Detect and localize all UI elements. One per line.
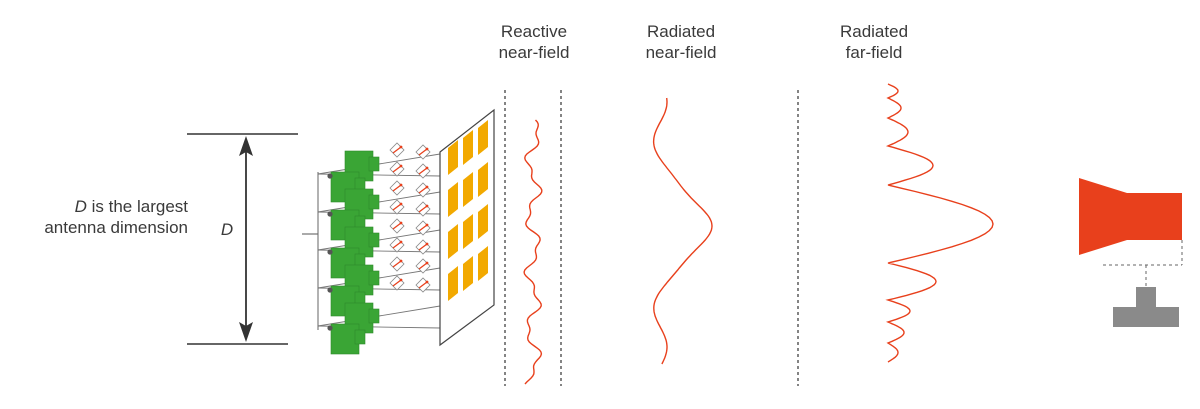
radiated-near-field-pattern xyxy=(652,97,713,365)
dimension-symbol: D xyxy=(220,220,234,239)
region-radiated-far-line1: Radiated xyxy=(839,22,909,41)
horn-waveguide xyxy=(1127,193,1182,240)
radiated-far-field-pattern xyxy=(885,83,994,363)
phase-shifter xyxy=(415,182,431,198)
region-radiated-near-line2: near-field xyxy=(645,43,717,62)
region-label-reactive-near-field: Reactive near-field xyxy=(478,21,590,63)
phase-shifter xyxy=(415,220,431,236)
patch-element xyxy=(463,214,473,249)
patch-element xyxy=(448,266,458,301)
phase-shifter xyxy=(389,180,405,196)
patch-element xyxy=(478,120,488,155)
horn-antenna-probe-icon xyxy=(1079,178,1183,327)
phase-shifter xyxy=(389,142,405,158)
region-reactive-line2: near-field xyxy=(498,43,570,62)
definition-line1: is the largest xyxy=(86,197,188,216)
patch-element xyxy=(478,162,488,197)
phase-shifter xyxy=(415,201,431,217)
region-radiated-far-line2: far-field xyxy=(845,43,903,62)
patch-element xyxy=(463,172,473,207)
patch-element xyxy=(478,246,488,281)
region-label-radiated-near-field: Radiated near-field xyxy=(625,21,737,63)
region-radiated-near-line1: Radiated xyxy=(646,22,716,41)
region-label-radiated-far-field: Radiated far-field xyxy=(818,21,930,63)
probe-stand-base xyxy=(1113,307,1179,327)
patch-element xyxy=(478,204,488,239)
region-reactive-line1: Reactive xyxy=(500,22,568,41)
phase-shifter xyxy=(415,144,431,160)
reactive-near-field-pattern xyxy=(523,119,543,385)
phase-shifter xyxy=(415,239,431,255)
definition-label: D is the largest antenna dimension xyxy=(20,196,188,238)
horn-flare xyxy=(1079,178,1127,255)
patch-element xyxy=(448,182,458,217)
patch-element xyxy=(448,224,458,259)
phase-shifter xyxy=(415,258,431,274)
definition-symbol: D xyxy=(74,197,87,216)
patch-element xyxy=(448,140,458,175)
dimension-arrow xyxy=(239,136,253,342)
phase-shifter xyxy=(389,161,405,177)
phased-array-antenna-icon xyxy=(302,108,495,355)
phase-shifter xyxy=(389,237,405,253)
phase-shifter xyxy=(389,256,405,272)
phase-shifter xyxy=(389,199,405,215)
module-9 xyxy=(330,323,360,355)
phase-shifter xyxy=(415,277,431,293)
definition-line2: antenna dimension xyxy=(44,218,188,237)
phase-shifter xyxy=(415,163,431,179)
probe-stand-top xyxy=(1136,287,1156,308)
patch-element xyxy=(463,256,473,291)
patch-element xyxy=(463,130,473,165)
phase-shifter xyxy=(389,275,405,291)
phase-shifter xyxy=(389,218,405,234)
